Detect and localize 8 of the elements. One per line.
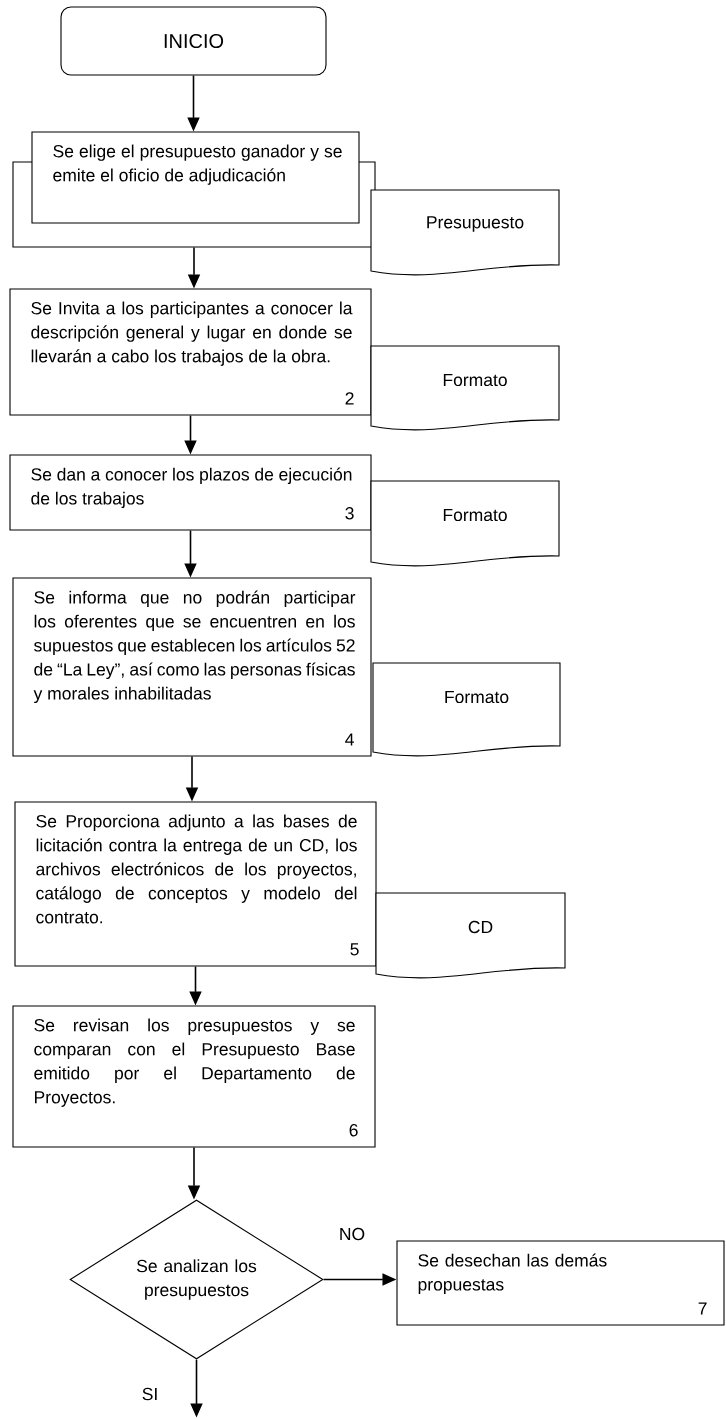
start-box: INICIO: [60, 6, 327, 76]
edge-label: SI: [140, 1386, 160, 1402]
process-box: Se dan a conocer los plazos de ejecución de los trabajos 3: [9, 454, 372, 531]
process-box: Se desechan las demás propuestas 7: [396, 1240, 725, 1326]
process-box: Se elige el presupuesto ganador y se emite el oficio de adjudicación: [31, 131, 360, 224]
process-box: Se revisan los presupuestos y se comparan con el Presupuesto Base emitido por el Departamento de Proyectos. 6: [12, 1005, 376, 1148]
edge-label: NO: [337, 1226, 367, 1242]
process-box: Se Proporciona adjunto a las bases de licitación contra la entrega de un CD, los archivos electrónicos de los proyectos, catálogo de conceptos y modelo del contrato. 5: [14, 801, 377, 967]
